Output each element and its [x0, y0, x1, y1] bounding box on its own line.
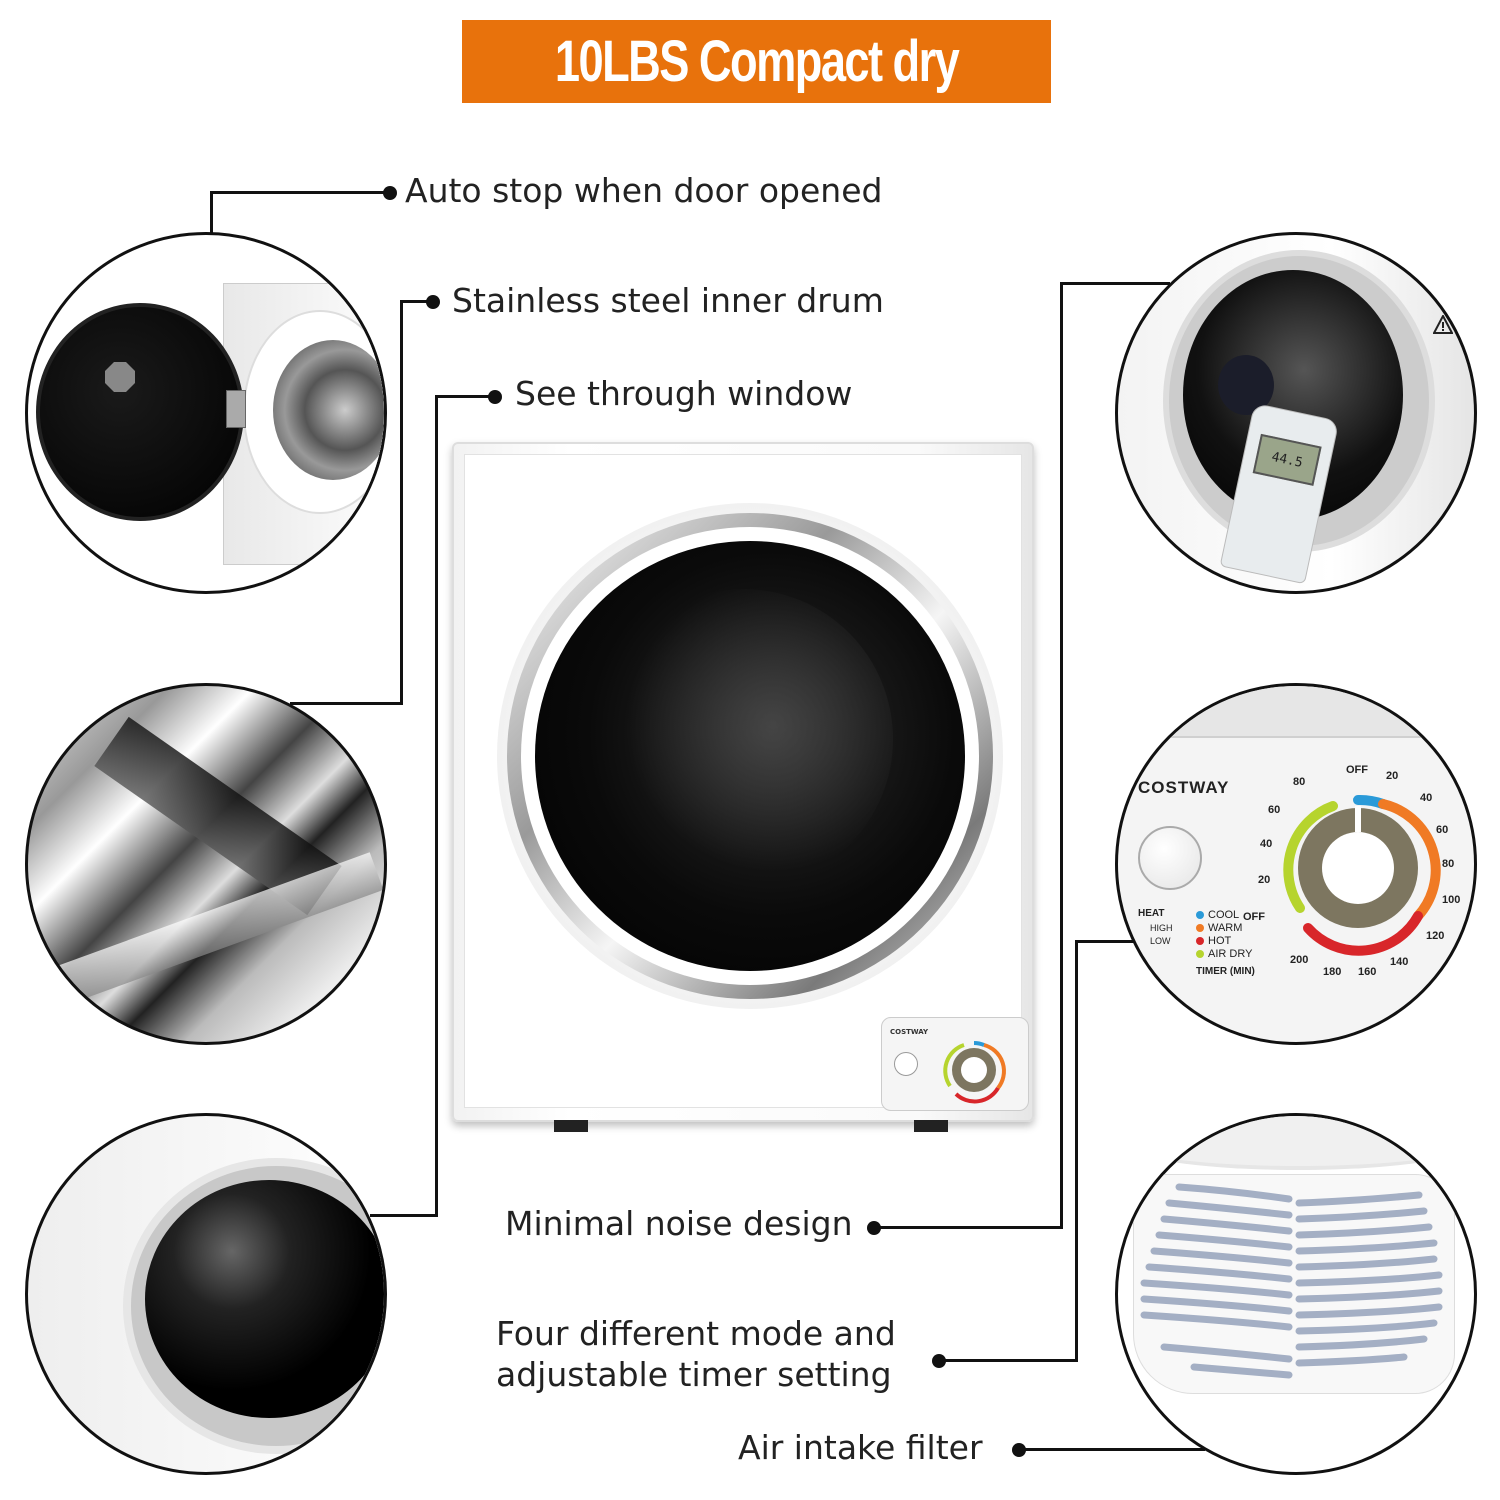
tick-100: 100: [1442, 894, 1461, 906]
connector-noise-top: [1060, 282, 1170, 285]
air-dry-20: 20: [1258, 874, 1271, 886]
warning-icon: [1432, 313, 1454, 335]
connector-drum-bottom: [290, 702, 403, 705]
tick-40: 40: [1420, 792, 1433, 804]
title-banner: 10LBS Compact dry: [462, 20, 1051, 103]
drum-ridge: [28, 852, 384, 1020]
brand-logo: COSTWAY: [1138, 778, 1230, 797]
connector-window-bottom: [370, 1214, 438, 1217]
tick-180: 180: [1323, 966, 1342, 978]
drum-opening: [243, 310, 384, 514]
feature-window: See through window: [515, 374, 853, 413]
bullet-dot: [426, 295, 440, 309]
feature-inner-drum: Stainless steel inner drum: [452, 281, 884, 320]
tick-140: 140: [1390, 956, 1409, 968]
tick-60: 60: [1436, 824, 1449, 836]
air-filter-closeup: [1115, 1113, 1477, 1475]
air-dry-60: 60: [1268, 804, 1281, 816]
heat-button[interactable]: [1138, 826, 1202, 890]
feature-filter: Air intake filter: [738, 1428, 983, 1467]
timer-label: TIMER (MIN): [1196, 966, 1255, 977]
open-door-photo: [25, 232, 387, 594]
connector-modes: [945, 1359, 1078, 1362]
heat-label: HEAT: [1138, 908, 1165, 919]
meter-display: 44.5: [1252, 433, 1322, 486]
drum-edge: [1118, 1116, 1474, 1170]
bullet-dot: [383, 186, 397, 200]
filter-grille: [1133, 1174, 1455, 1394]
control-panel-closeup: COSTWAY HEAT HIGH LOW COOL WARM HOT AIR …: [1115, 683, 1477, 1045]
mode-air-dry: AIR DRY: [1196, 948, 1252, 960]
door-latch: [105, 362, 135, 392]
mode-cool: COOL: [1196, 909, 1239, 921]
connector-auto-stop-vertical: [210, 191, 213, 235]
tick-80: 80: [1442, 858, 1455, 870]
window-rim: [123, 1158, 384, 1454]
open-door: [36, 303, 244, 521]
banner-title: 10LBS Compact dry: [554, 29, 960, 94]
feature-modes: Four different mode and adjustable timer…: [496, 1313, 896, 1397]
front-control-panel: COSTWAY: [881, 1017, 1029, 1111]
dial-off-top: OFF: [1346, 764, 1368, 776]
connector-filter: [1025, 1448, 1205, 1451]
dryer-face: COSTWAY: [464, 454, 1029, 1111]
connector-auto-stop: [210, 191, 390, 194]
connector-drum-vertical: [400, 300, 403, 704]
heat-high: HIGH: [1150, 923, 1173, 933]
tick-160: 160: [1358, 966, 1377, 978]
connector-window-vertical: [435, 395, 438, 1217]
front-heat-button[interactable]: [894, 1052, 918, 1076]
heat-low: LOW: [1150, 936, 1171, 946]
dryer-foot-left: [554, 1120, 588, 1132]
connector-window: [435, 395, 495, 398]
noise-test-photo: 44.5: [1115, 232, 1477, 594]
air-dry-off: OFF: [1243, 911, 1265, 923]
see-through-window: [535, 541, 965, 971]
panel-top-edge: [1118, 686, 1474, 738]
air-dry-40: 40: [1260, 838, 1273, 850]
steel-drum: [273, 340, 384, 480]
connector-drum: [400, 300, 430, 303]
connector-noise-vertical: [1060, 282, 1063, 1229]
window-glass: [145, 1180, 384, 1418]
air-dry-80: 80: [1293, 776, 1306, 788]
connector-modes-vertical: [1075, 940, 1078, 1362]
timer-dial[interactable]: [1258, 768, 1458, 968]
dryer-foot-right: [914, 1120, 948, 1132]
connector-noise: [880, 1226, 1063, 1229]
bullet-dot: [932, 1354, 946, 1368]
door-hinge: [226, 390, 246, 428]
window-reflection: [593, 589, 893, 889]
steel-drum-closeup: [25, 683, 387, 1045]
dryer-front: COSTWAY: [452, 442, 1034, 1132]
bullet-dot: [1012, 1443, 1026, 1457]
feature-noise: Minimal noise design: [505, 1204, 853, 1243]
tick-120: 120: [1426, 930, 1445, 942]
tick-20: 20: [1386, 770, 1399, 782]
bullet-dot: [867, 1221, 881, 1235]
mode-hot: HOT: [1196, 935, 1231, 947]
feature-modes-line1: Four different mode and: [496, 1314, 896, 1353]
mode-warm: WARM: [1196, 922, 1242, 934]
front-timer-dial[interactable]: [936, 1032, 1012, 1108]
feature-modes-line2: adjustable timer setting: [496, 1354, 892, 1394]
tick-200: 200: [1290, 954, 1309, 966]
connector-modes-top: [1075, 940, 1145, 943]
window-closeup: [25, 1113, 387, 1475]
bullet-dot: [488, 390, 502, 404]
panel-brand: COSTWAY: [890, 1028, 929, 1036]
feature-auto-stop: Auto stop when door opened: [405, 171, 883, 210]
